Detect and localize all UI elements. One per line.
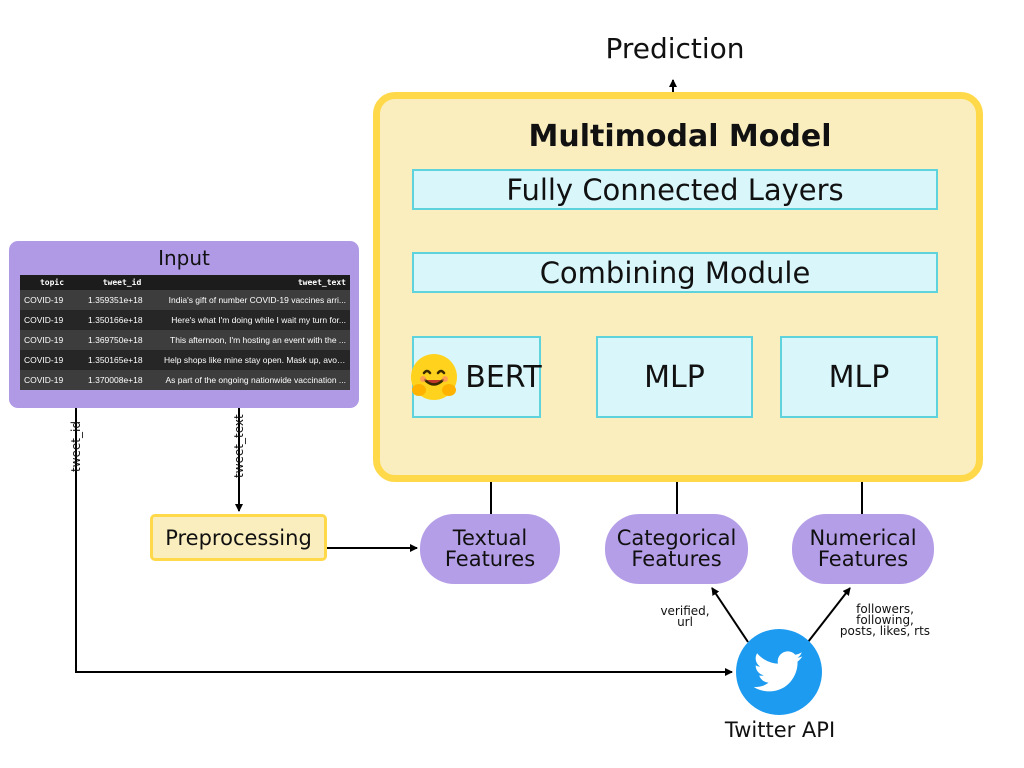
column-header-topic: topic: [20, 275, 84, 290]
fully-connected-layers-block: Fully Connected Layers: [412, 169, 938, 210]
mlp-numerical-block: MLP: [780, 336, 938, 418]
table-row: COVID-19 1.350166e+18 Here's what I'm do…: [20, 310, 350, 330]
edge-label-categorical-fields: verified, url: [650, 604, 720, 629]
arrow-twitter-to-numerical: [807, 587, 851, 643]
input-title: Input: [158, 246, 210, 270]
preprocessing-block: Preprocessing: [150, 514, 327, 561]
numerical-field-following: following,: [856, 613, 914, 627]
categorical-features-line1: Categorical: [616, 526, 737, 550]
input-tweets-table: topic tweet_id tweet_text COVID-19 1.359…: [20, 275, 350, 390]
textual-features-line1: Textual: [452, 526, 528, 550]
cell-tweet-text: Here's what I'm doing while I wait my tu…: [160, 310, 350, 330]
column-header-tweet-text: tweet_text: [160, 275, 350, 290]
cell-tweet-id: 1.359351e+18: [84, 290, 160, 310]
numerical-features-line1: Numerical: [809, 526, 917, 550]
table-row: COVID-19 1.359351e+18 India's gift of nu…: [20, 290, 350, 310]
cell-tweet-id: 1.369750e+18: [84, 330, 160, 350]
table-row: COVID-19 1.369750e+18 This afternoon, I'…: [20, 330, 350, 350]
edge-label-numerical-fields: followers, following, posts, likes, rts: [830, 602, 940, 638]
bert-label: BERT: [465, 359, 542, 395]
edge-label-tweet-text: tweet_text: [232, 414, 246, 478]
cell-topic: COVID-19: [20, 330, 84, 350]
numerical-field-engagement: posts, likes, rts: [839, 624, 931, 638]
cell-tweet-id: 1.350166e+18: [84, 310, 160, 330]
bert-block: BERT: [411, 336, 542, 418]
edge-label-tweet-id: tweet_id: [69, 421, 83, 472]
cell-topic: COVID-19: [20, 350, 84, 370]
multimodal-model-title: Multimodal Model: [528, 118, 832, 154]
textual-features-node: Textual Features: [420, 514, 560, 584]
categorical-features-node: Categorical Features: [605, 514, 748, 584]
textual-features-line2: Features: [444, 547, 536, 571]
cell-tweet-text: India's gift of number COVID-19 vaccines…: [160, 290, 350, 310]
cell-tweet-text: As part of the ongoing nationwide vaccin…: [160, 370, 350, 390]
numerical-features-line2: Features: [817, 547, 909, 571]
cell-tweet-text: Help shops like mine stay open. Mask up,…: [160, 350, 350, 370]
cell-topic: COVID-19: [20, 290, 84, 310]
cell-topic: COVID-19: [20, 310, 84, 330]
categorical-field-verified: verified,: [660, 604, 710, 618]
cell-tweet-id: 1.370008e+18: [84, 370, 160, 390]
mlp-categorical-block: MLP: [596, 336, 753, 418]
cell-topic: COVID-19: [20, 370, 84, 390]
hugging-face-icon: [411, 354, 458, 400]
twitter-bird-icon: [754, 651, 804, 692]
table-row: COVID-19 1.370008e+18 As part of the ong…: [20, 370, 350, 390]
twitter-api-label: Twitter API: [724, 718, 836, 742]
column-header-tweet-id: tweet_id: [84, 275, 160, 290]
categorical-field-url: url: [677, 615, 693, 629]
arrow-twitter-to-categorical: [711, 587, 749, 643]
combining-module-block: Combining Module: [412, 252, 938, 293]
categorical-features-line2: Features: [631, 547, 722, 571]
numerical-field-followers: followers,: [856, 602, 914, 616]
twitter-api-node: [736, 629, 822, 715]
table-row: COVID-19 1.350165e+18 Help shops like mi…: [20, 350, 350, 370]
arrow-tweet-id-to-twitter: [75, 408, 733, 676]
cell-tweet-text: This afternoon, I'm hosting an event wit…: [160, 330, 350, 350]
numerical-features-node: Numerical Features: [792, 514, 934, 584]
cell-tweet-id: 1.350165e+18: [84, 350, 160, 370]
prediction-label: Prediction: [605, 31, 745, 65]
